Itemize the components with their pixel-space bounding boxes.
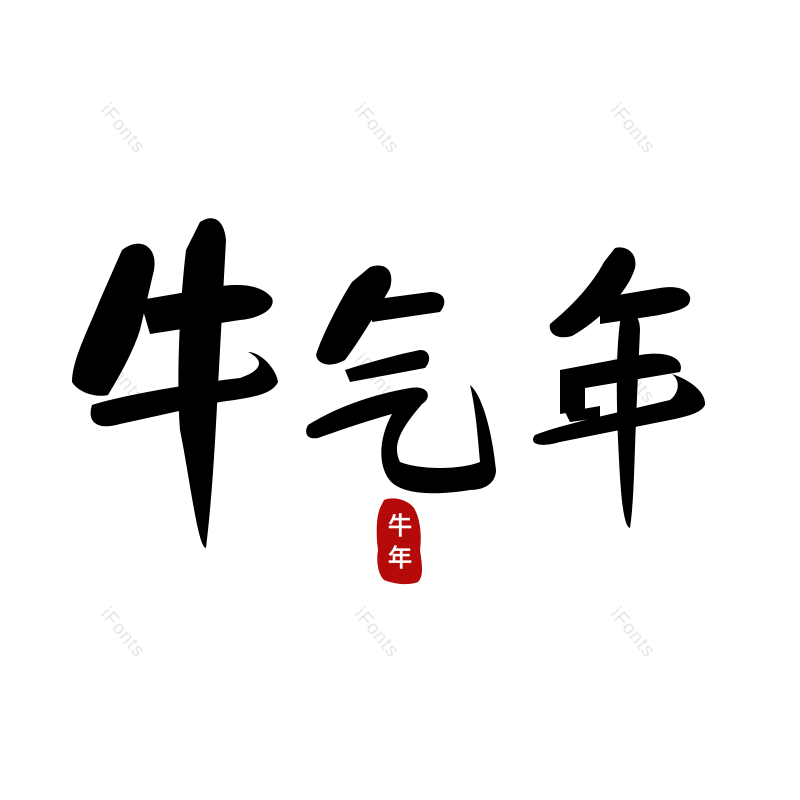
character-nian [532,247,706,528]
seal-char-1: 牛 [388,512,412,540]
character-niu [72,218,278,548]
seal-stamp: 牛 年 [376,498,422,585]
character-qi [306,265,496,494]
seal-background [376,498,422,585]
seal-char-2: 年 [388,544,412,572]
